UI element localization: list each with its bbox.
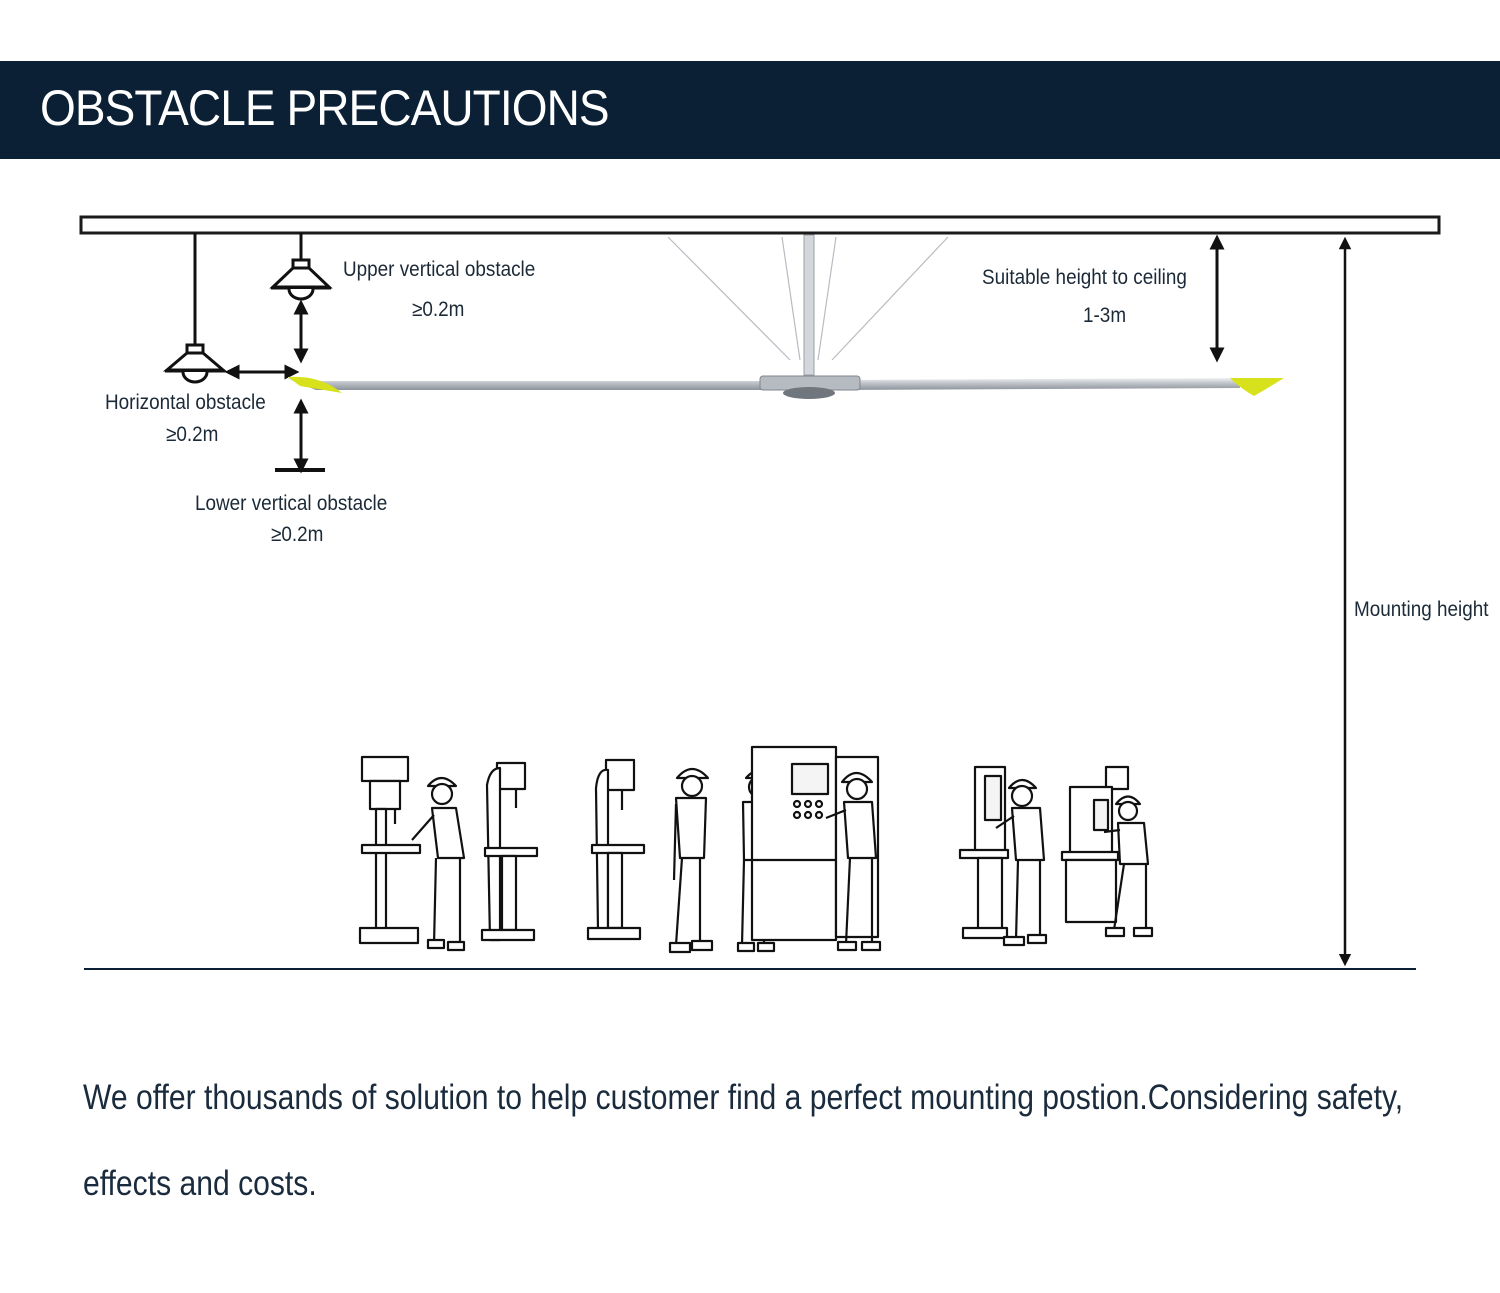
drill-press-icon xyxy=(480,761,539,942)
lower-vertical-label: Lower vertical obstacle xyxy=(195,492,388,515)
ceiling-height-value: 1-3m xyxy=(1083,304,1127,327)
worker-icon xyxy=(411,776,466,952)
mounting-height-label: Mounting height xyxy=(1354,598,1489,621)
upper-vertical-value: ≥0.2m xyxy=(412,298,465,321)
header-bar: OBSTACLE PRECAUTIONS xyxy=(0,61,1500,159)
upper-vertical-label: Upper vertical obstacle xyxy=(343,258,536,281)
horizontal-label: Horizontal obstacle xyxy=(105,391,266,414)
page-title: OBSTACLE PRECAUTIONS xyxy=(40,80,610,136)
control-panel-icon xyxy=(958,765,1010,940)
worker-icon xyxy=(668,767,714,954)
horizontal-value: ≥0.2m xyxy=(166,423,219,446)
worker-icon xyxy=(825,771,882,952)
ceiling-beam xyxy=(79,215,1441,235)
workshop-illustration xyxy=(358,745,1154,954)
worker-icon xyxy=(1103,795,1154,938)
drill-press-icon xyxy=(586,758,646,941)
milling-machine-icon xyxy=(1060,765,1130,924)
fan-icon xyxy=(288,234,1284,399)
ceiling-height-label: Suitable height to ceiling xyxy=(982,266,1187,289)
control-cabinet-icon xyxy=(750,745,880,942)
drill-press-icon xyxy=(358,755,422,945)
worker-icon xyxy=(995,778,1048,947)
lower-vertical-value: ≥0.2m xyxy=(271,523,324,546)
description-text: We offer thousands of solution to help c… xyxy=(83,1078,1404,1203)
ceiling-lamp-icon xyxy=(162,233,228,384)
ceiling-lamp-icon xyxy=(269,233,333,301)
